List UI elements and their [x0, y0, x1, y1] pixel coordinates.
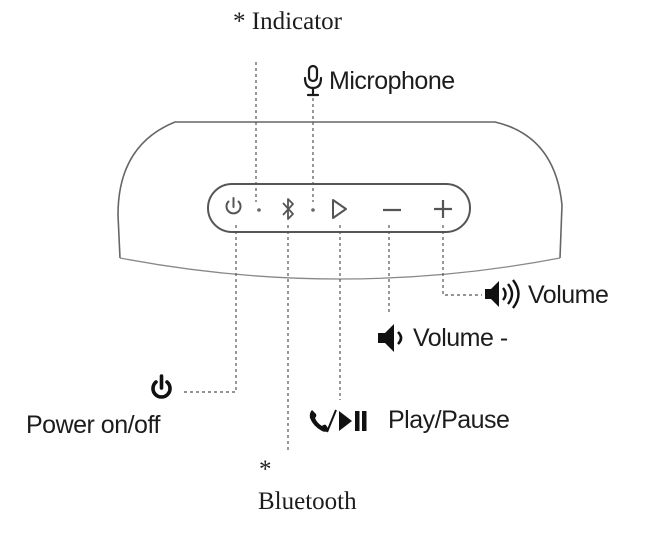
speaker-body-outline [117, 121, 563, 259]
power-leader [183, 225, 237, 393]
power-label: Power on/off [26, 411, 160, 439]
play-icon [332, 199, 347, 219]
volume-up-leader [442, 225, 482, 296]
indicator-dot [257, 208, 261, 212]
volume-down-label: Volume - [413, 324, 508, 352]
bluetooth-label: Bluetooth [258, 488, 357, 515]
microphone-icon [303, 64, 323, 97]
bluetooth-asterisk: * [259, 456, 272, 483]
power-icon [225, 197, 242, 215]
play-pause-label: Play/Pause [388, 406, 510, 434]
volume-up-label: Volume [528, 281, 609, 309]
plus-icon [434, 200, 452, 218]
volume-down-icon [378, 324, 403, 352]
microphone-label: Microphone [329, 67, 455, 95]
microphone-hole [311, 208, 315, 212]
bluetooth-icon [282, 198, 294, 220]
power-symbol-icon [151, 374, 172, 399]
volume-up-icon [485, 279, 520, 309]
indicator-label: * Indicator [233, 8, 342, 35]
phone-play-pause-icon [309, 409, 367, 433]
control-panel [207, 183, 471, 233]
